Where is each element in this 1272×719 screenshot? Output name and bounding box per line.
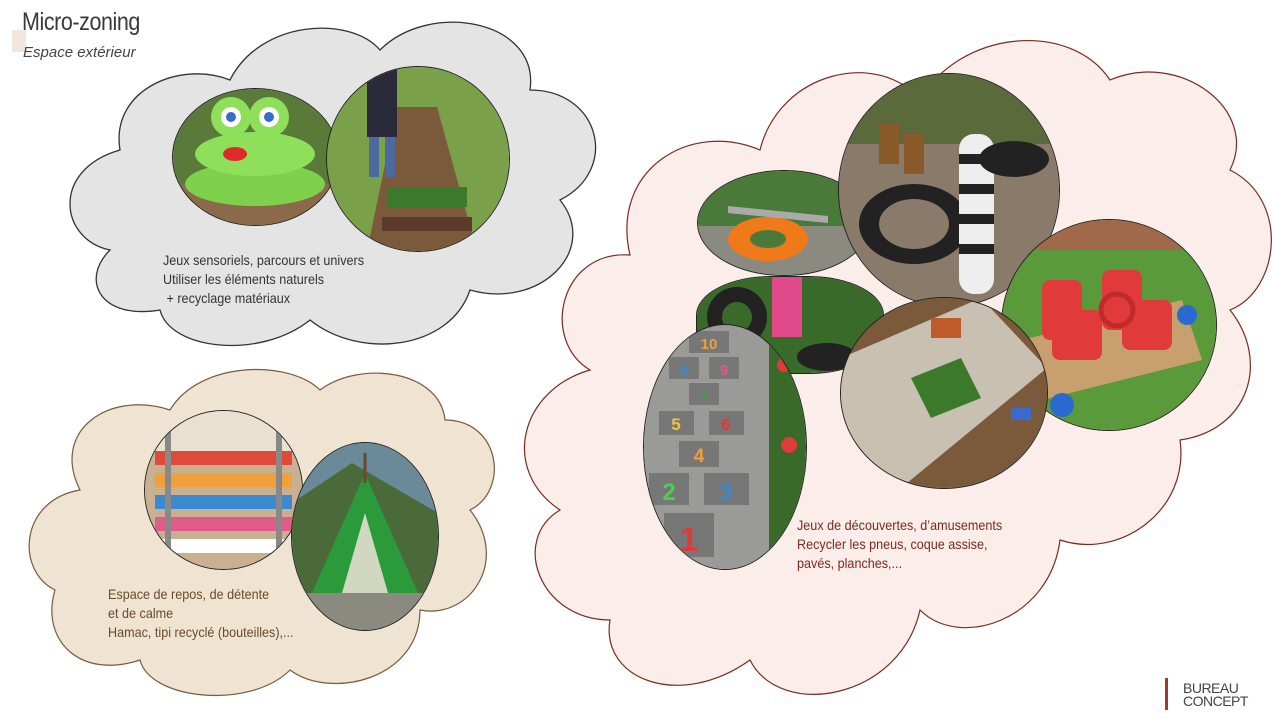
- caption-line: Jeux sensoriels, parcours et univers: [163, 252, 364, 268]
- hopscotch-number: 3: [719, 479, 732, 506]
- hopscotch-number: 7: [700, 388, 708, 405]
- caption-rest: Espace de repos, de détente et de calme …: [108, 585, 294, 642]
- hopscotch-number: 5: [671, 415, 680, 434]
- caption-sensory: Jeux sensoriels, parcours et univers Uti…: [163, 251, 364, 308]
- hopscotch-number: 1: [680, 521, 699, 559]
- photo-pallet-car: [1001, 219, 1217, 431]
- photo-paving-roads: [840, 297, 1048, 489]
- caption-discovery: Jeux de découvertes, d’amusements Recycl…: [797, 516, 1002, 573]
- logo-bar: [1165, 678, 1168, 710]
- logo-line2: CONCEPT: [1183, 693, 1248, 709]
- slide-marker: [12, 30, 26, 52]
- caption-line: et de calme: [108, 605, 174, 621]
- hopscotch-number: 2: [662, 479, 675, 506]
- hopscotch-number: 9: [720, 362, 728, 379]
- caption-line: Recycler les pneus, coque assise,: [797, 536, 988, 552]
- photo-tire-frog: [172, 88, 339, 226]
- logo-line1: BUREAU: [1183, 680, 1239, 696]
- caption-line: pavés, planches,...: [797, 555, 903, 571]
- hopscotch-number: 8: [680, 362, 688, 379]
- photo-bottle-teepee: [291, 442, 439, 631]
- caption-line: Hamac, tipi recyclé (bouteilles),...: [108, 624, 294, 640]
- photo-hopscotch: 10 8 9 7 5 6 4 2 3 1: [643, 324, 807, 570]
- page-title: Micro-zoning: [22, 8, 140, 36]
- page-subtitle: Espace extérieur: [23, 44, 136, 61]
- caption-line: + recyclage matériaux: [163, 290, 291, 306]
- photo-hammocks: [144, 410, 303, 570]
- caption-line: Jeux de découvertes, d’amusements: [797, 517, 1003, 533]
- hopscotch-number: 10: [701, 336, 718, 353]
- hopscotch-number: 6: [721, 415, 730, 434]
- hopscotch-number: 4: [694, 446, 705, 467]
- caption-line: Espace de repos, de détente: [108, 586, 270, 602]
- photo-barefoot-path: [326, 66, 510, 252]
- caption-line: Utiliser les éléments naturels: [163, 271, 325, 287]
